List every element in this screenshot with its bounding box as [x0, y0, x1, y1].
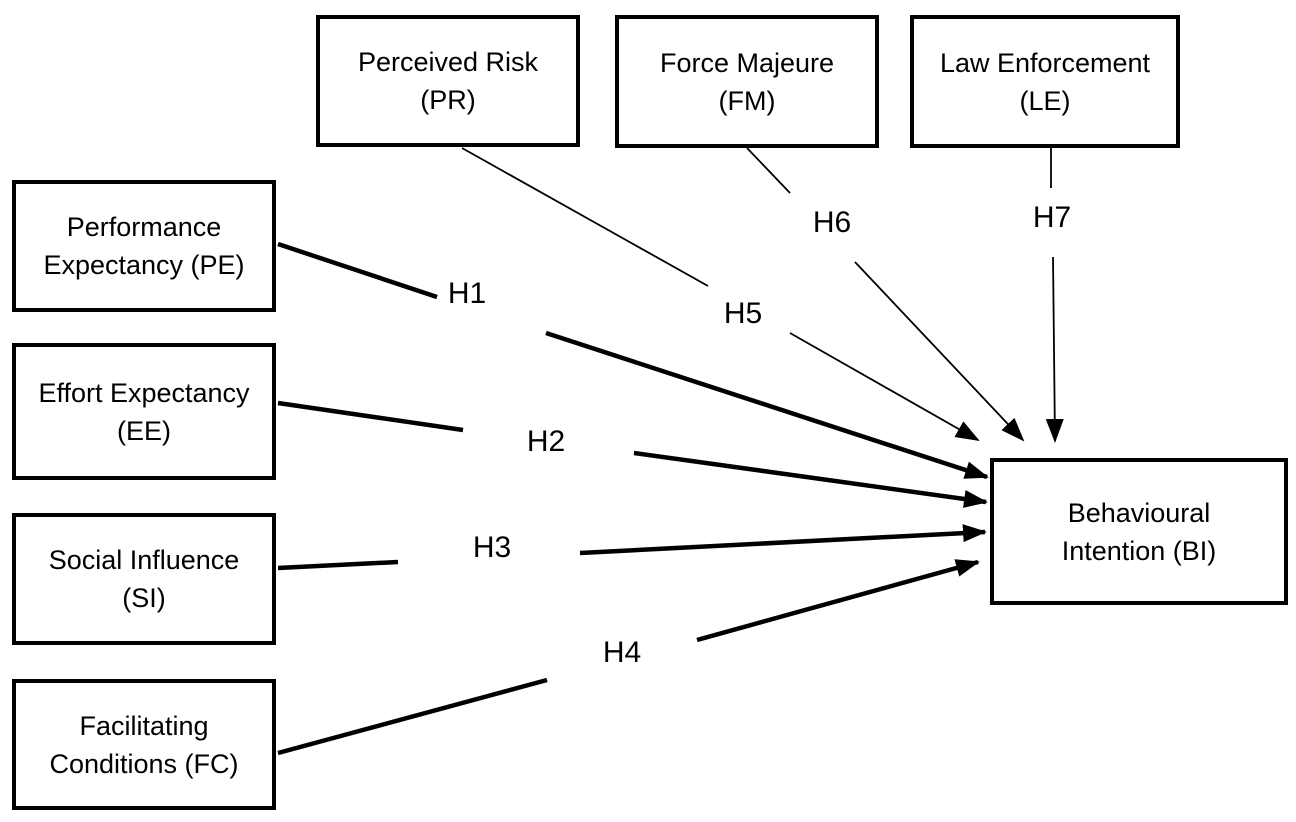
node-label-line2: Conditions (FC) — [49, 748, 239, 779]
arrow-h2-ee-to-bi — [277, 400, 988, 508]
node-label-line2: Intention (BI) — [1061, 535, 1217, 566]
hypothesis-label-h1: H1 — [447, 277, 487, 310]
hypothesis-label-h2: H2 — [526, 425, 566, 458]
node-effort-expectancy: Effort Expectancy (EE) — [12, 343, 276, 480]
node-facilitating-conditions: Facilitating Conditions (FC) — [12, 679, 276, 810]
arrow-h1-pe-to-bi — [277, 241, 989, 480]
node-force-majeure: Force Majeure (FM) — [615, 15, 879, 148]
node-label-line2: (SI) — [122, 583, 166, 613]
node-label-line1: Effort Expectancy — [38, 377, 250, 408]
hypothesis-label-h7: H7 — [1032, 201, 1072, 234]
node-label-line1: Force Majeure — [659, 47, 835, 78]
node-label-line2: (LE) — [1019, 85, 1071, 116]
node-law-enforcement: Law Enforcement (LE) — [910, 15, 1180, 148]
node-label-line2: (PR) — [420, 85, 476, 115]
arrow-h3-si-to-bi — [277, 524, 987, 571]
node-perceived-risk: Perceived Risk (PR) — [316, 15, 580, 147]
node-label-line2: Expectancy (PE) — [43, 250, 245, 280]
node-label-line1: Performance — [66, 212, 222, 242]
arrow-h4-fc-to-bi — [277, 559, 980, 756]
arrow-h7-le-to-bi — [1045, 148, 1064, 443]
node-label-line1: Social Influence — [48, 545, 240, 575]
hypothesis-label-h5: H5 — [723, 297, 763, 330]
hypothesis-label-h3: H3 — [472, 531, 512, 564]
hypothesis-label-h6: H6 — [812, 206, 852, 239]
node-label-line1: Behavioural — [1067, 497, 1211, 528]
node-label-line1: Law Enforcement — [939, 47, 1151, 78]
arrow-h5-pr-to-bi — [461, 147, 980, 441]
node-behavioural-intention: Behavioural Intention (BI) — [990, 458, 1288, 605]
node-label-line2: (EE) — [117, 415, 171, 446]
hypothesis-label-h4: H4 — [602, 636, 642, 669]
node-performance-expectancy: Performance Expectancy (PE) — [12, 180, 276, 312]
arrow-h6-fm-to-bi — [746, 147, 1025, 442]
node-label-line1: Perceived Risk — [357, 47, 539, 77]
node-social-influence: Social Influence (SI) — [12, 513, 276, 645]
node-label-line2: (FM) — [718, 85, 776, 116]
node-label-line1: Facilitating — [79, 710, 209, 741]
